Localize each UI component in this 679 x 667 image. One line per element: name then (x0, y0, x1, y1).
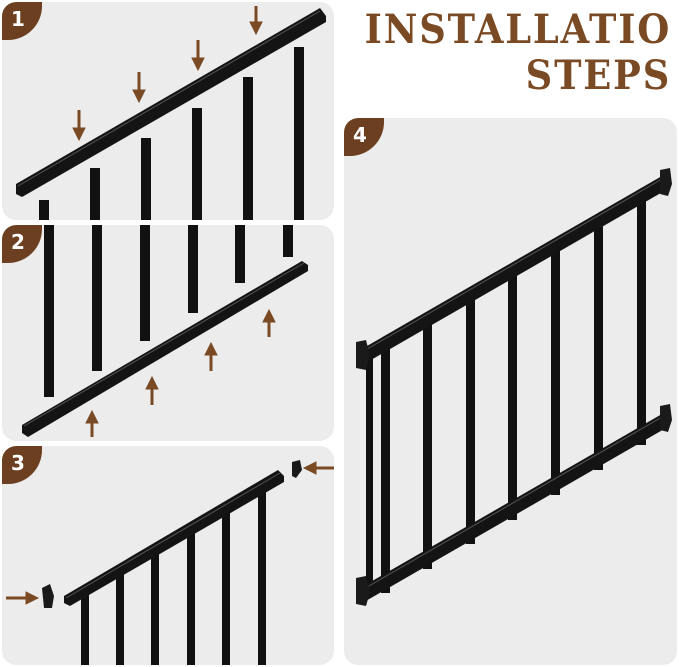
step-3-illustration (6, 460, 334, 665)
step-4-badge: 4 (344, 118, 384, 156)
title-line-2: STEPS (525, 52, 671, 99)
step-2-illustration (22, 225, 308, 437)
step-4-illustration (356, 168, 672, 606)
step-1-panel: 1 (2, 2, 334, 220)
title-line-1: INSTALLATIO (364, 6, 671, 53)
step-4-panel: 4 (344, 118, 677, 665)
step-1-badge: 1 (2, 2, 42, 40)
step-3-panel: 3 (2, 446, 334, 665)
step-2-panel: 2 (2, 225, 334, 441)
step-1-illustration (16, 6, 326, 220)
